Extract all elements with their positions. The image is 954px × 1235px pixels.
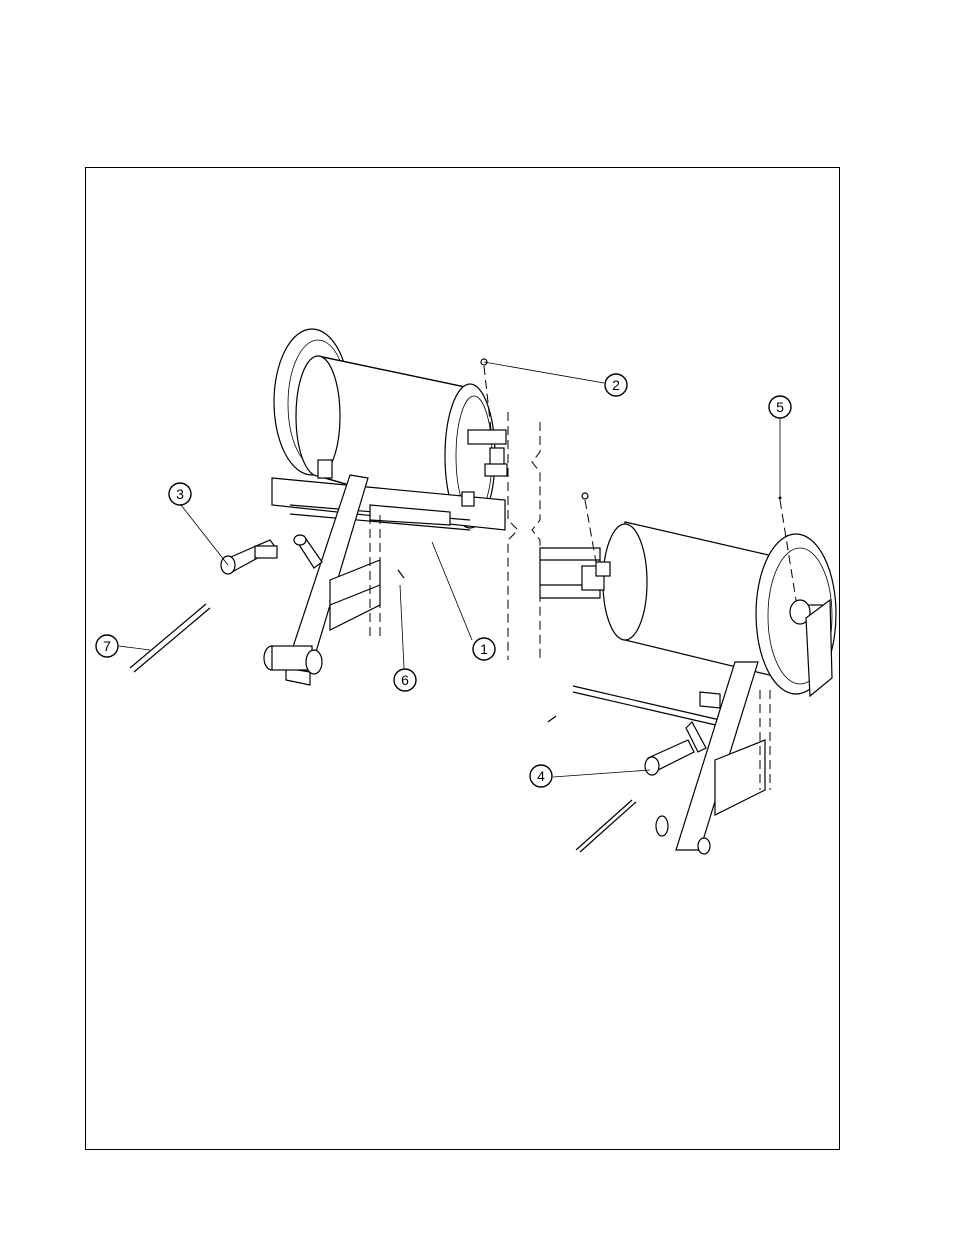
callout-1: 1 — [473, 638, 495, 660]
callout-7-label: 7 — [103, 638, 111, 654]
callout-2: 2 — [605, 374, 627, 396]
left-reel-assembly — [130, 329, 540, 685]
callout-6: 6 — [394, 669, 416, 691]
callout-5-label: 5 — [776, 399, 784, 415]
callout-3-label: 3 — [176, 486, 184, 502]
callout-5: 5 — [769, 396, 791, 418]
callout-3: 3 — [169, 483, 191, 505]
right-reel-assembly — [540, 493, 836, 854]
callout-7: 7 — [96, 635, 118, 657]
callout-2-label: 2 — [612, 377, 620, 393]
callout-1-label: 1 — [480, 641, 488, 657]
callout-6-label: 6 — [401, 672, 409, 688]
callout-4-label: 4 — [537, 768, 545, 784]
callout-4: 4 — [530, 765, 552, 787]
